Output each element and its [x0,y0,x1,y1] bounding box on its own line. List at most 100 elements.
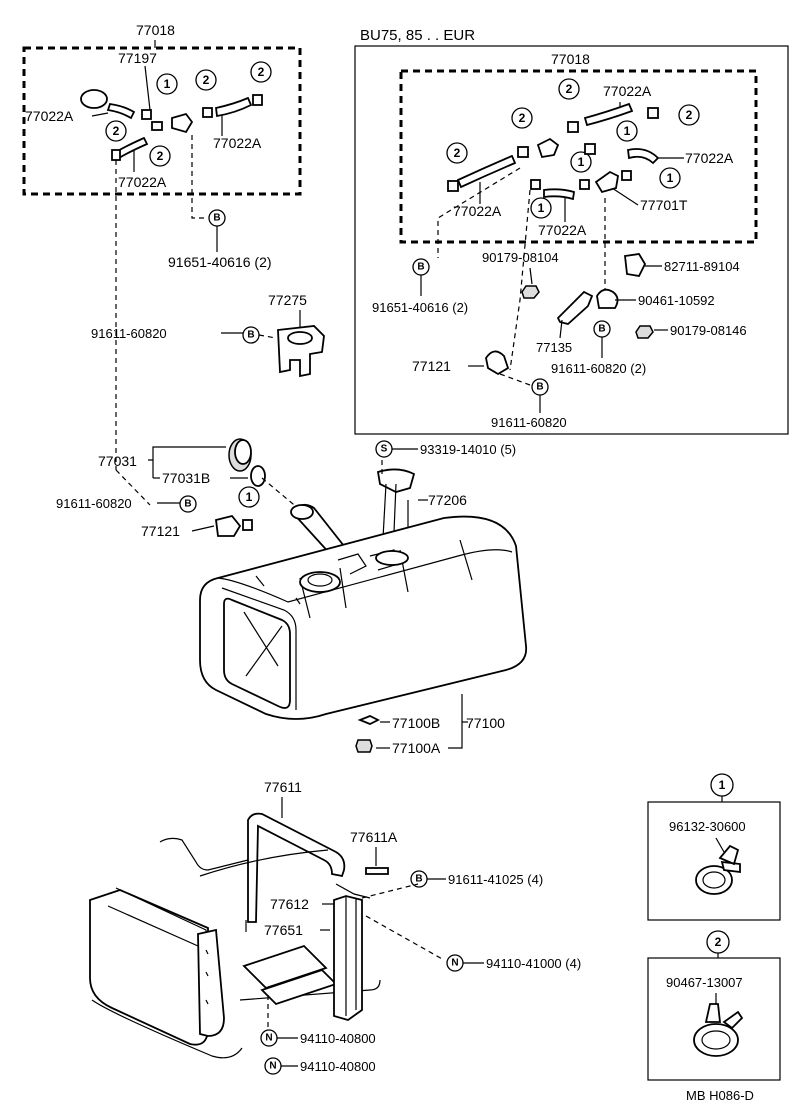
clamp [141,109,152,120]
clamp-2-symbol: 2 [446,142,468,164]
label-91651-40616-left: 91651-40616 (2) [168,254,272,270]
label-77022A-left-c: 77022A [118,174,167,190]
clamp [579,179,590,190]
label-77100: 77100 [466,715,505,731]
bolt-symbol-B: B [412,258,430,276]
valve-77701T [594,170,619,194]
label-77018-left: 77018 [136,22,175,38]
bracket-77121-right [485,350,510,376]
svg-text:N: N [451,958,458,969]
nut-symbol-N: N [446,954,464,972]
bracket-77651 [242,944,328,990]
bolt-symbol-B: B [208,209,226,227]
hose-77022A [114,136,149,160]
clamp-1-symbol: 1 [659,167,681,189]
label-77206: 77206 [428,492,467,508]
drain-plug-77100A [355,739,373,753]
bolt-77611A [365,867,389,875]
label-94110-41000: 94110-41000 (4) [486,956,581,971]
svg-text:B: B [213,213,220,224]
screw-symbol-S: S [375,440,393,458]
svg-text:1: 1 [578,155,585,169]
label-77100B: 77100B [392,715,440,731]
clamp [584,143,596,155]
svg-text:B: B [536,382,543,393]
nut-symbol-N: N [260,1029,278,1047]
bracket-77612 [333,895,363,1021]
clamp-1-symbol: 1 [530,197,552,219]
label-82711-89104: 82711-89104 [664,259,740,274]
fuel-cap-77031 [228,438,252,472]
clamp [202,107,213,118]
svg-text:1: 1 [624,124,631,138]
label-77612: 77612 [270,896,309,912]
clamp [242,519,253,531]
label-77611: 77611 [264,779,302,795]
clamp-2-symbol: 2 [105,120,127,142]
label-77121-right: 77121 [412,358,451,374]
label-77018-right: 77018 [551,51,590,67]
label-90179-08146: 90179-08146 [670,323,747,338]
clamp-1-symbol: 1 [616,120,638,142]
nut-90179-08146 [635,325,654,339]
bracket-77135 [556,290,594,325]
bolt-symbol-B: B [410,870,428,888]
label-77022A-right-bottom: 77022A [538,222,587,238]
bracket-77121 [215,514,242,537]
label-77651: 77651 [264,922,303,938]
nut-symbol-N: N [264,1057,282,1075]
svg-text:1: 1 [164,77,171,91]
legend-clamp-1: 1 96132-30600 [647,773,781,921]
svg-text:B: B [247,330,254,341]
svg-text:2: 2 [203,73,210,87]
label-77197: 77197 [118,50,157,66]
vent-cap [80,89,108,109]
clamp-1-symbol: 1 [238,486,260,508]
label-77022A-left-b: 77022A [213,135,262,151]
label-91611-60820-right: 91611-60820 [491,415,567,430]
legend-clamp-2-part: 90467-13007 [666,975,743,990]
hose-77022A [215,96,253,118]
clamp [252,94,263,106]
clamp-1-symbol: 1 [570,151,592,173]
clamp [530,179,541,190]
hose-77022A [627,148,660,165]
legend-clamp-2: 2 90467-13007 [647,930,781,1081]
label-91651-40616-right: 91651-40616 (2) [372,300,468,315]
label-90461-10592: 90461-10592 [638,293,715,308]
svg-text:2: 2 [157,149,164,163]
label-77121-mid: 77121 [141,523,180,539]
gasket-77031B [250,465,266,487]
svg-text:2: 2 [715,935,722,949]
hose-77022A [456,154,517,189]
variant-header: BU75, 85 . . EUR [360,27,475,44]
clamp-2-symbol: 2 [195,69,217,91]
left-group-box [22,46,302,196]
hose-77022A [106,103,136,120]
label-77031B: 77031B [162,470,210,486]
label-77135: 77135 [536,340,572,355]
label-77022A-right-side: 77022A [685,150,734,166]
clamp-2-symbol: 2 [558,78,580,100]
clamp [517,146,529,158]
bolt-symbol-B: B [531,378,549,396]
label-91611-41025: 91611-41025 (4) [448,872,543,887]
clamp-90461-10592 [596,288,619,309]
clamp [111,149,121,161]
label-90179-08104: 90179-08104 [482,250,559,265]
eur-variant-panel [354,45,789,435]
bolt-symbol-B: B [179,495,197,513]
hose-77022A [583,102,634,127]
svg-text:N: N [269,1061,276,1072]
right-group-box [399,69,758,244]
bolt-symbol-B: B [593,320,611,338]
svg-text:2: 2 [686,108,693,122]
svg-text:N: N [265,1033,272,1044]
svg-text:S: S [381,444,388,455]
clamp-1-symbol: 1 [156,73,178,95]
valve-77197 [171,112,194,134]
label-77022A-left-a: 77022A [25,108,74,124]
label-91611-60820-tank: 91611-60820 [56,496,132,511]
svg-text:1: 1 [538,201,545,215]
